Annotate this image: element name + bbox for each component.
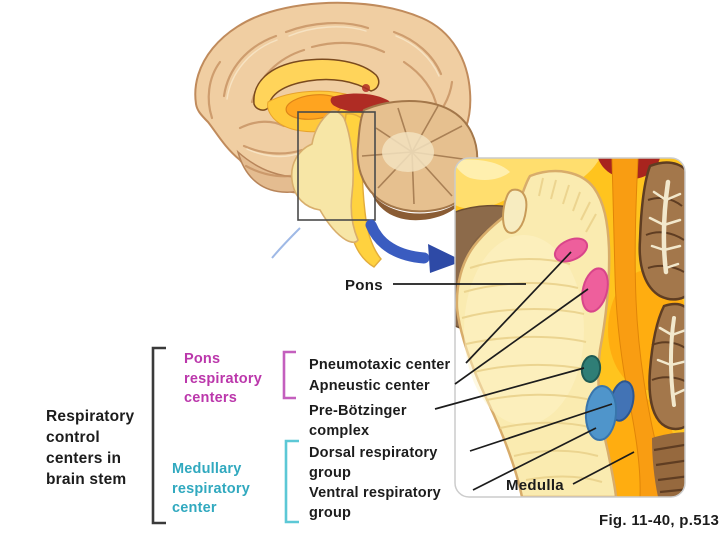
leader-lines — [393, 251, 635, 491]
leader-line-pneumotaxic — [465, 251, 572, 364]
leader-line-dorsal — [469, 403, 613, 452]
medulla-label: Medulla — [506, 477, 564, 494]
inset-border — [454, 157, 686, 498]
dorsal-respiratory-group-label: Dorsal respiratory group — [309, 445, 438, 481]
brain-sagittal-illustration — [194, 1, 479, 268]
pons-group-bracket — [282, 350, 296, 400]
inset-source-box — [297, 111, 376, 221]
medullary-group-bracket — [284, 439, 299, 524]
apneustic-center-label: Apneustic center — [309, 378, 430, 394]
leader-line-ventral — [472, 427, 597, 491]
figure-caption: Fig. 11-40, p.513 — [599, 512, 720, 529]
pons-label: Pons — [345, 277, 383, 294]
leader-line-prebotzinger — [434, 367, 585, 410]
prebotzinger-complex-label: Pre-Bötzinger complex — [309, 403, 407, 439]
pneumotaxic-center-marker — [553, 237, 589, 263]
group-title: Respiratory control centers in brain ste… — [46, 408, 135, 488]
brainstem-inset — [455, 158, 685, 497]
medullary-respiratory-center-label: Medullary respiratory center — [172, 461, 250, 516]
inset-cerebellum — [638, 161, 685, 497]
pneumotaxic-center-label: Pneumotaxic center — [309, 357, 451, 373]
apneustic-center-marker — [581, 267, 609, 313]
magnify-arrow-icon — [365, 219, 463, 273]
leader-line-medulla — [572, 451, 635, 485]
pons-respiratory-centers-label: Pons respiratory centers — [184, 351, 262, 406]
ventral-respiratory-group-label: Ventral respiratory group — [309, 485, 441, 521]
brainstem-group-bracket — [151, 346, 166, 525]
leader-line-apneustic — [454, 288, 589, 385]
